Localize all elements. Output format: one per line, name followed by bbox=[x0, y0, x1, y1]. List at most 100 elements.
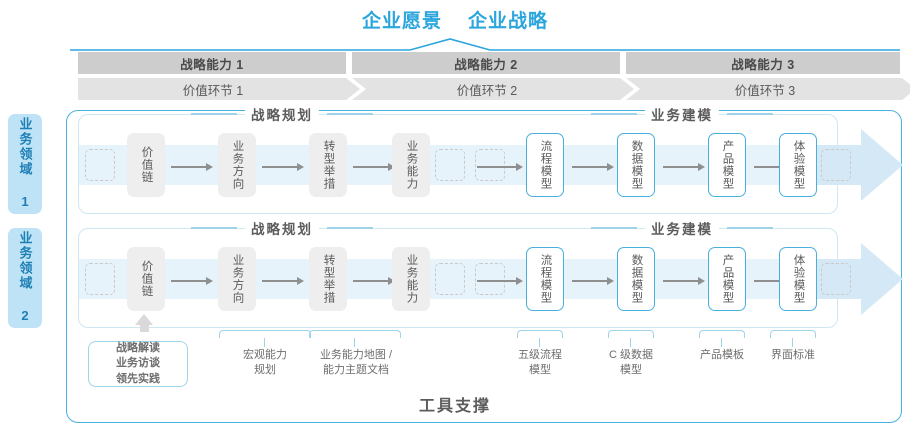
capability-cell-2[interactable]: 战略能力 2 bbox=[352, 52, 620, 74]
value-link-label-1: 价值环节 1 bbox=[182, 83, 244, 98]
node-transformation-2[interactable]: 转型举措 bbox=[309, 247, 347, 311]
connector-arrow bbox=[477, 163, 523, 171]
node-label: 数据模型 bbox=[630, 254, 643, 304]
domain-tag-label-1: 业务领域 1 bbox=[17, 117, 33, 211]
value-chain-uplink-arrow-icon bbox=[135, 314, 153, 325]
domain-tag-1[interactable]: 业务领域 1 bbox=[8, 114, 42, 214]
capability-cell-3[interactable]: 战略能力 3 bbox=[626, 52, 900, 74]
rule-right-icon bbox=[327, 113, 373, 115]
section-title-planning-1: 战略规划 bbox=[191, 104, 373, 124]
node-process-model-1[interactable]: 流程模型 bbox=[526, 133, 564, 197]
node-data-model-1[interactable]: 数据模型 bbox=[617, 133, 655, 197]
bracket-data-model bbox=[608, 330, 654, 348]
node-label: 数据模型 bbox=[630, 140, 643, 190]
node-label: 体验模型 bbox=[792, 254, 805, 304]
connector-arrow bbox=[171, 277, 213, 285]
domain-tag-label-2: 业务领域 2 bbox=[17, 231, 33, 325]
rule-right-icon bbox=[727, 113, 773, 115]
process-row-2: 战略规划 业务建模 价值链 业务方向 转型举措 业务 bbox=[78, 218, 903, 328]
placeholder-box bbox=[435, 149, 465, 181]
tool-card-strategy-interpretation[interactable]: 战略解读业务访谈领先实践 bbox=[88, 341, 188, 387]
node-label: 价值链 bbox=[140, 146, 153, 184]
section-label-planning-1: 战略规划 bbox=[245, 104, 319, 124]
section-label-modeling-1: 业务建模 bbox=[645, 104, 719, 124]
capability-band: 战略能力 1 战略能力 2 战略能力 3 bbox=[78, 52, 900, 74]
bottom-label-product-template: 产品模板 bbox=[700, 349, 744, 361]
connector-arrow bbox=[477, 277, 523, 285]
bottom-label-capability-map: 业务能力地图 /能力主题文档 bbox=[319, 349, 393, 376]
section-title-planning-2: 战略规划 bbox=[191, 218, 373, 238]
value-link-label-3: 价值环节 3 bbox=[734, 83, 796, 98]
node-business-direction-1[interactable]: 业务方向 bbox=[218, 133, 256, 197]
node-value-chain-2[interactable]: 价值链 bbox=[127, 247, 165, 311]
title-chevron-rule bbox=[70, 38, 900, 52]
rule-left-icon bbox=[591, 113, 637, 115]
node-business-direction-2[interactable]: 业务方向 bbox=[218, 247, 256, 311]
capability-cell-1[interactable]: 战略能力 1 bbox=[78, 52, 346, 74]
node-process-model-2[interactable]: 流程模型 bbox=[526, 247, 564, 311]
flow-band-1 bbox=[79, 145, 899, 185]
node-label: 转型举措 bbox=[322, 140, 335, 190]
node-data-model-2[interactable]: 数据模型 bbox=[617, 247, 655, 311]
node-label: 业务方向 bbox=[231, 140, 244, 190]
connector-arrow bbox=[262, 163, 304, 171]
node-label: 价值链 bbox=[140, 260, 153, 298]
rule-left-icon bbox=[191, 227, 237, 229]
section-title-modeling-1: 业务建模 bbox=[591, 104, 773, 124]
node-label: 业务方向 bbox=[231, 254, 244, 304]
node-business-capability-1[interactable]: 业务能力 bbox=[392, 133, 430, 197]
enterprise-strategy-title: 企业战略 bbox=[468, 11, 549, 32]
value-link-band: 价值环节 1 价值环节 2 价值环节 3 bbox=[78, 78, 910, 100]
tool-support-container bbox=[66, 110, 902, 423]
bracket-macro-capability bbox=[219, 330, 311, 348]
domain-tag-2[interactable]: 业务领域 2 bbox=[8, 228, 42, 328]
connector-arrow bbox=[663, 163, 705, 171]
node-experience-model-2[interactable]: 体验模型 bbox=[779, 247, 817, 311]
value-link-cell-1[interactable]: 价值环节 1 bbox=[78, 78, 360, 100]
connector-arrow bbox=[572, 163, 614, 171]
bracket-process-model bbox=[517, 330, 563, 348]
node-experience-model-1[interactable]: 体验模型 bbox=[779, 133, 817, 197]
placeholder-box bbox=[821, 263, 851, 295]
diagram-title-row: 企业愿景 企业战略 bbox=[0, 6, 910, 33]
connector-arrow bbox=[663, 277, 705, 285]
flow-band-2 bbox=[79, 259, 899, 299]
rule-left-icon bbox=[591, 227, 637, 229]
footer-title: 工具支撑 bbox=[418, 398, 491, 415]
connector-arrow bbox=[353, 277, 395, 285]
placeholder-box bbox=[821, 149, 851, 181]
node-product-model-1[interactable]: 产品模型 bbox=[708, 133, 746, 197]
node-label: 流程模型 bbox=[539, 140, 552, 190]
enterprise-vision-title: 企业愿景 bbox=[361, 11, 442, 32]
value-link-cell-2[interactable]: 价值环节 2 bbox=[352, 78, 634, 100]
bottom-label-data-model: C 级数据模型 bbox=[609, 349, 653, 376]
node-business-capability-2[interactable]: 业务能力 bbox=[392, 247, 430, 311]
placeholder-box bbox=[435, 263, 465, 295]
value-link-cell-3[interactable]: 价值环节 3 bbox=[626, 78, 910, 100]
bottom-label-macro-capability: 宏观能力规划 bbox=[243, 349, 287, 376]
placeholder-box bbox=[475, 149, 505, 181]
rule-left-icon bbox=[191, 113, 237, 115]
node-label: 产品模型 bbox=[721, 254, 734, 304]
value-chain-uplink-stem bbox=[140, 324, 149, 332]
connector-arrow bbox=[171, 163, 213, 171]
node-product-model-2[interactable]: 产品模型 bbox=[708, 247, 746, 311]
section-label-modeling-2: 业务建模 bbox=[645, 218, 719, 238]
placeholder-box bbox=[85, 149, 115, 181]
node-label: 体验模型 bbox=[792, 140, 805, 190]
placeholder-box bbox=[475, 263, 505, 295]
bracket-capability-map bbox=[309, 330, 401, 348]
rule-right-icon bbox=[727, 227, 773, 229]
connector-arrow bbox=[262, 277, 304, 285]
node-label: 业务能力 bbox=[405, 140, 418, 190]
node-value-chain-1[interactable]: 价值链 bbox=[127, 133, 165, 197]
node-label: 产品模型 bbox=[721, 140, 734, 190]
process-row-1: 战略规划 业务建模 价值链 业务方向 转型举措 业务 bbox=[78, 104, 903, 214]
node-label: 转型举措 bbox=[322, 254, 335, 304]
bottom-label-ui-standard: 界面标准 bbox=[771, 349, 815, 361]
connector-arrow bbox=[353, 163, 395, 171]
node-label: 流程模型 bbox=[539, 254, 552, 304]
section-title-modeling-2: 业务建模 bbox=[591, 218, 773, 238]
node-transformation-1[interactable]: 转型举措 bbox=[309, 133, 347, 197]
